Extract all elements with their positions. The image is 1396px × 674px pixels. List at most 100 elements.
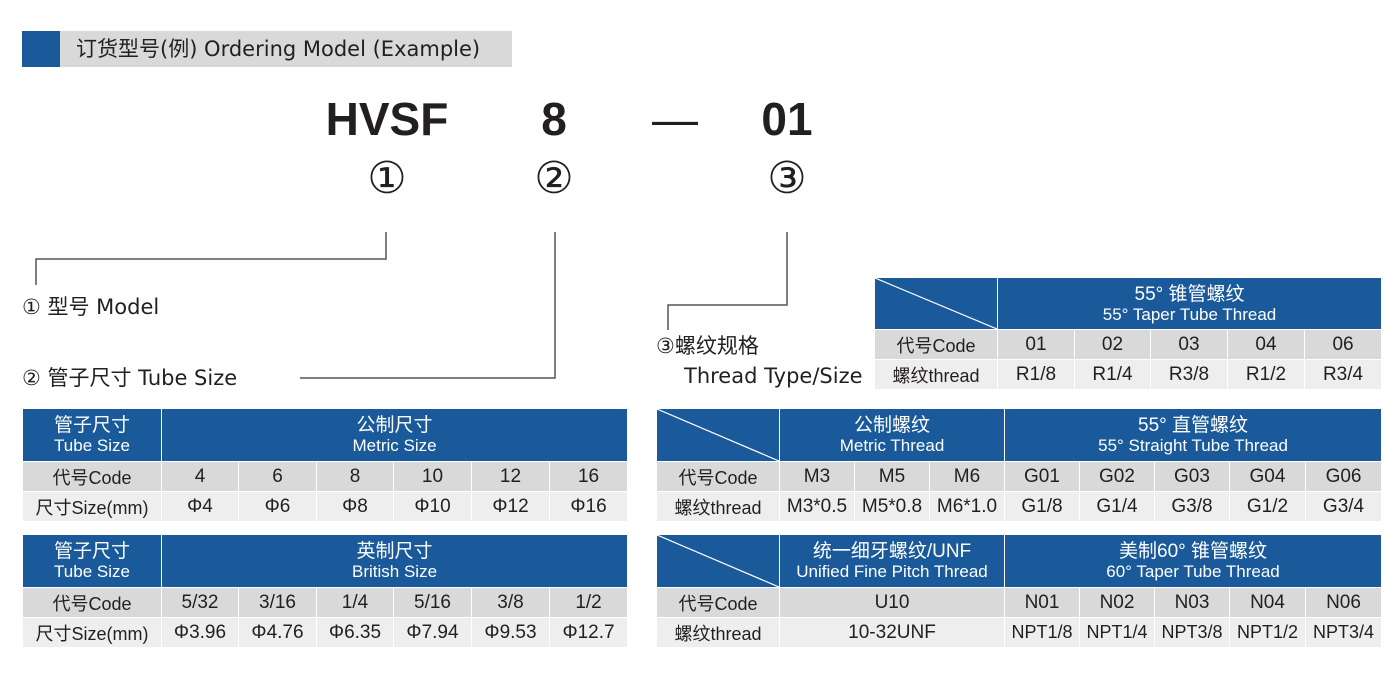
cell: Φ10: [393, 491, 472, 522]
cell: NPT1/8: [1004, 617, 1080, 648]
cell: 16: [548, 461, 629, 492]
cell: R1/8: [997, 359, 1075, 390]
cell: 10-32UNF: [779, 617, 1005, 648]
cell: Φ4: [161, 491, 239, 522]
model-dash: —: [652, 93, 698, 145]
cell: M6*1.0: [929, 491, 1005, 522]
cell: 1/4: [316, 587, 394, 618]
cell: G06: [1304, 461, 1383, 492]
cell: G01: [1004, 461, 1080, 492]
cell: M5: [854, 461, 930, 492]
row-label-thread: 螺纹thread: [874, 359, 998, 390]
row-label-thread: 螺纹thread: [656, 491, 780, 522]
cell: 5/32: [161, 587, 239, 618]
cell: N01: [1004, 587, 1080, 618]
cell: 4: [161, 461, 239, 492]
cell: R3/4: [1303, 359, 1383, 390]
model-thread: 01: [761, 93, 813, 145]
cell: N06: [1304, 587, 1383, 618]
row-label-code: 代号Code: [22, 587, 162, 618]
row-label-code: 代号Code: [874, 329, 998, 360]
cell: M3*0.5: [779, 491, 855, 522]
cell: Φ12: [471, 491, 550, 522]
cell: 02: [1074, 329, 1151, 360]
circle-number-1: ①: [367, 153, 407, 204]
section-marker: [22, 31, 60, 67]
cell: G3/8: [1154, 491, 1230, 522]
section-bar: [60, 31, 512, 67]
cell: Φ8: [316, 491, 394, 522]
label-tube-size: ② 管子尺寸 Tube Size: [22, 366, 238, 390]
cell: R3/8: [1150, 359, 1228, 390]
table-corner: [656, 408, 780, 462]
cell: 12: [471, 461, 550, 492]
label-thread-en: Thread Type/Size: [684, 364, 863, 388]
circle-number-2: ②: [534, 153, 574, 204]
cell: NPT1/4: [1079, 617, 1155, 648]
cell: 3/16: [238, 587, 317, 618]
cell: G03: [1154, 461, 1230, 492]
cell: Φ4.76: [238, 617, 317, 648]
cell: 01: [997, 329, 1075, 360]
cell: 8: [316, 461, 394, 492]
row-label-size: 尺寸Size(mm): [22, 491, 162, 522]
label-thread-cn: ③螺纹规格: [656, 334, 759, 358]
cell: M5*0.8: [854, 491, 930, 522]
cell: Φ3.96: [161, 617, 239, 648]
cell: NPT3/8: [1154, 617, 1230, 648]
cell: M6: [929, 461, 1005, 492]
cell: G02: [1079, 461, 1155, 492]
cell: Φ6: [238, 491, 317, 522]
cell: 1/2: [548, 587, 629, 618]
cell: G04: [1229, 461, 1306, 492]
cell: G1/4: [1079, 491, 1155, 522]
cell: N04: [1229, 587, 1306, 618]
cell: G1/2: [1229, 491, 1306, 522]
circle-number-3: ③: [767, 153, 807, 204]
cell: U10: [779, 587, 1005, 618]
row-label-code: 代号Code: [656, 461, 780, 492]
cell: Φ9.53: [471, 617, 550, 648]
row-label-thread: 螺纹thread: [656, 617, 780, 648]
label-model: ① 型号 Model: [22, 295, 160, 319]
cell: 5/16: [393, 587, 472, 618]
cell: N03: [1154, 587, 1230, 618]
row-label-code: 代号Code: [22, 461, 162, 492]
model-series: HVSF: [325, 93, 449, 145]
row-label-code: 代号Code: [656, 587, 780, 618]
cell: G1/8: [1004, 491, 1080, 522]
cell: 3/8: [471, 587, 550, 618]
cell: R1/4: [1074, 359, 1151, 390]
cell: Φ12.7: [548, 617, 629, 648]
cell: Φ6.35: [316, 617, 394, 648]
cell: 10: [393, 461, 472, 492]
cell: R1/2: [1227, 359, 1305, 390]
cell: Φ7.94: [393, 617, 472, 648]
section-title: 订货型号(例) Ordering Model (Example): [76, 37, 481, 61]
cell: NPT3/4: [1304, 617, 1383, 648]
cell: N02: [1079, 587, 1155, 618]
cell: M3: [779, 461, 855, 492]
cell: 6: [238, 461, 317, 492]
table-corner: [656, 534, 780, 588]
cell: NPT1/2: [1229, 617, 1306, 648]
table-corner: [874, 277, 998, 330]
cell: 03: [1150, 329, 1228, 360]
model-size: 8: [541, 93, 567, 145]
cell: 06: [1303, 329, 1383, 360]
row-label-size: 尺寸Size(mm): [22, 617, 162, 648]
cell: 04: [1227, 329, 1305, 360]
